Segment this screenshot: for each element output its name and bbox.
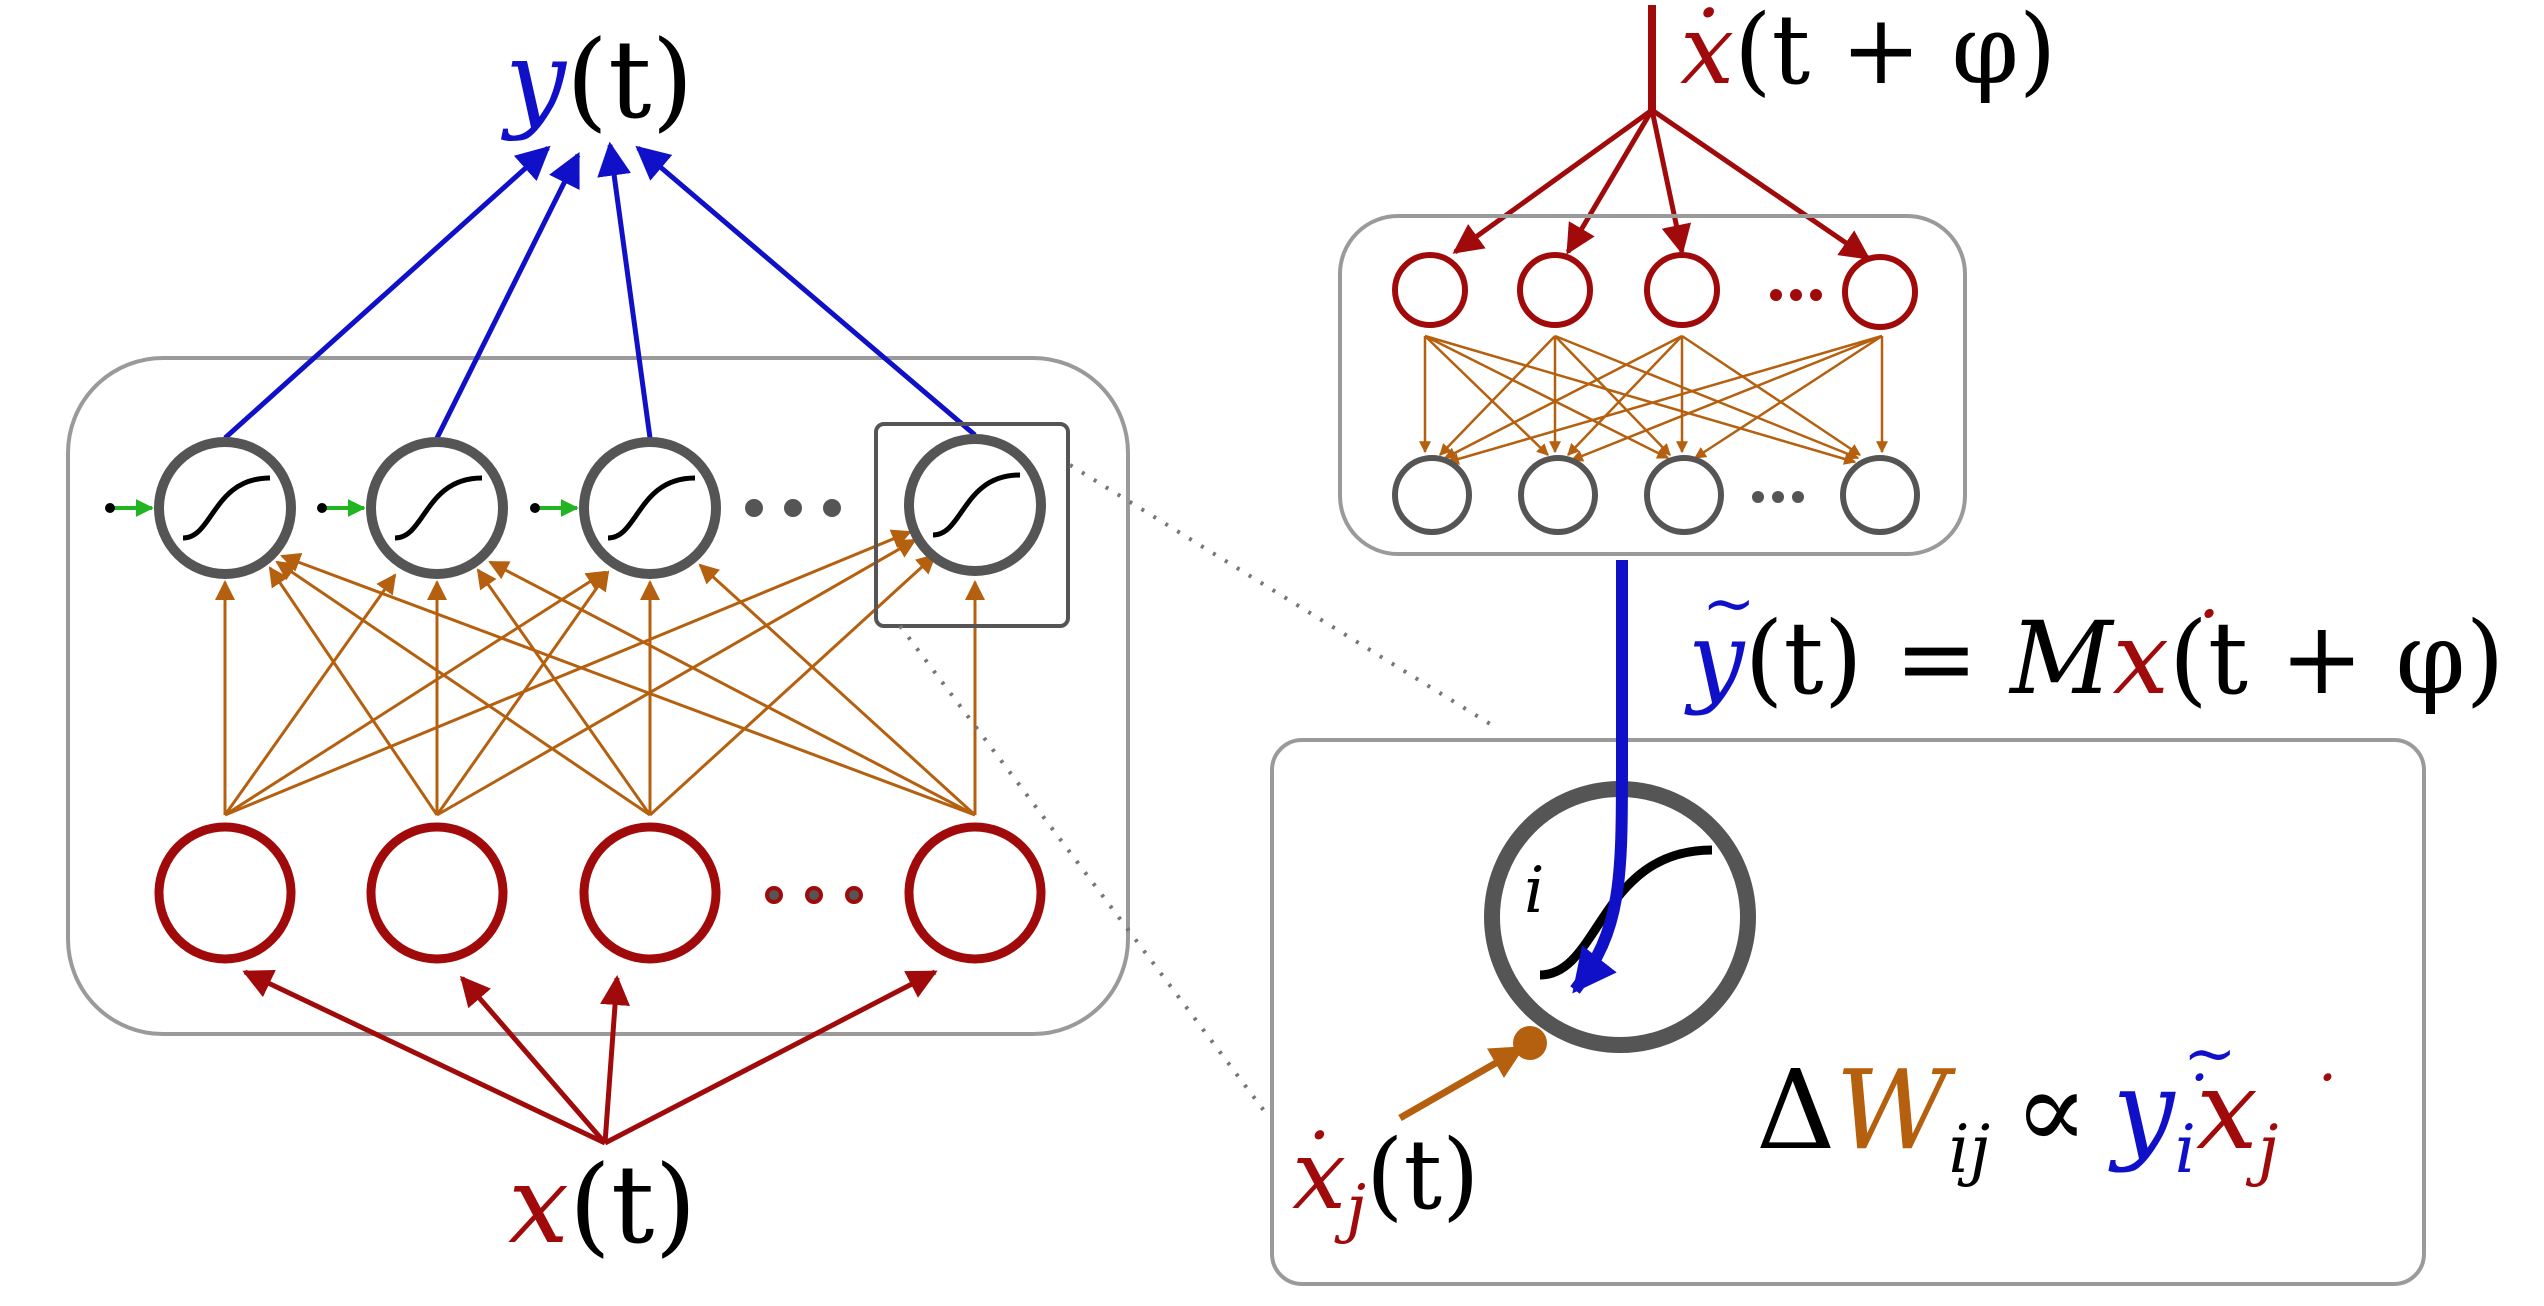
teacher-input-ellipsis — [1770, 289, 1822, 301]
left-network-box — [66, 356, 1130, 1036]
teacher-input-neurons — [1392, 252, 1918, 330]
top-fanout-arrows — [1452, 107, 1871, 261]
teacher-connections — [1419, 334, 1888, 465]
sigmoid-icon — [932, 472, 1021, 538]
recurrent-dots — [105, 503, 540, 513]
hidden-neuron-4 — [904, 434, 1046, 576]
hidden-neuron-3 — [579, 437, 721, 579]
x-of-t-label: x(t) — [508, 1143, 697, 1268]
xj-label: xj(t) — [1292, 1119, 1479, 1246]
neuron-detail-box — [1270, 738, 2426, 1286]
ytilde-tilde: ~ — [1702, 567, 1756, 641]
xdot-top-label: x(t + φ) — [1680, 0, 2056, 106]
sigmoid-icon — [182, 475, 271, 541]
xdot-top-dot: · — [1696, 0, 1721, 59]
teacher-network-box — [1338, 214, 1967, 556]
detail-sigmoid-icon — [1539, 845, 1713, 980]
input-arrows-left — [242, 969, 938, 1146]
rule-y-tilde: ~ — [2183, 1017, 2237, 1091]
highlight-box — [874, 422, 1070, 628]
zoom-lines — [898, 463, 1497, 1114]
ytilde-equation: y(t) = Mx(t + φ) — [1684, 600, 2505, 717]
hidden-neuron-1 — [154, 437, 296, 579]
input-neurons — [154, 822, 1046, 964]
teacher-hidden-ellipsis — [1752, 491, 1804, 503]
ytilde-xdot: · — [2198, 573, 2220, 655]
teacher-signal-arrow — [1570, 560, 1628, 994]
synapse-input-arrow — [1398, 1044, 1525, 1122]
xj-dot: · — [1308, 1093, 1331, 1177]
output-arrows — [223, 141, 977, 440]
input-ellipsis-dark — [769, 890, 859, 900]
neuron-index-label: i — [1524, 854, 1544, 928]
input-hidden-connections — [215, 529, 985, 817]
rule-y-dot: · — [2190, 1043, 2209, 1113]
hidden-neuron-2 — [366, 437, 508, 579]
y-of-t-label: y(t) — [500, 18, 694, 143]
rule-x-dot: · — [2318, 1043, 2337, 1113]
sigmoid-icon — [607, 475, 696, 541]
hidden-ellipsis — [745, 499, 841, 517]
sigmoid-icon — [394, 475, 483, 541]
teacher-hidden-neurons — [1392, 455, 1920, 535]
synapse-dot — [1513, 1026, 1547, 1060]
